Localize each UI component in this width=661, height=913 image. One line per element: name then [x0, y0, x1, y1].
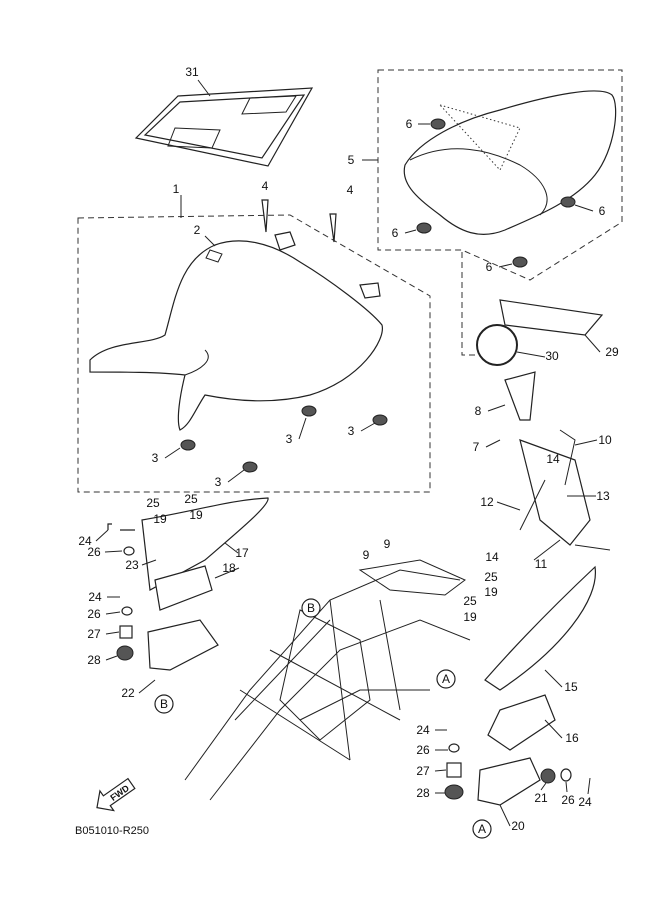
small-parts	[107, 118, 611, 806]
callout-5: 5	[348, 153, 355, 167]
callout-11: 11	[535, 557, 548, 571]
callout-2: 2	[194, 223, 201, 237]
callout-1: 1	[173, 182, 180, 196]
callout-14: 14	[485, 550, 499, 564]
callout-13: 13	[596, 489, 610, 503]
diagram-code: B051010-R250	[75, 825, 149, 837]
callout-6: 6	[599, 204, 606, 218]
callout-25: 25	[484, 570, 498, 584]
callout-10: 10	[598, 433, 612, 447]
callout-3: 3	[286, 432, 293, 446]
callout-3: 3	[215, 475, 222, 489]
callout-26: 26	[416, 743, 430, 757]
callout-26: 26	[87, 545, 101, 559]
callout-9: 9	[363, 548, 370, 562]
callout-19: 19	[153, 512, 167, 526]
callout-31: 31	[185, 65, 199, 79]
callout-8: 8	[475, 404, 482, 418]
ref-label-A: A	[478, 822, 486, 836]
callout-29: 29	[605, 345, 619, 359]
circled-refs: B B A A	[154, 598, 492, 839]
callout-28: 28	[416, 786, 430, 800]
callout-6: 6	[406, 117, 413, 131]
callout-12: 12	[480, 495, 494, 509]
ref-circle-A	[472, 819, 492, 839]
callout-19: 19	[484, 585, 498, 599]
ref-label-B: B	[307, 601, 315, 615]
leader-lines	[95, 79, 601, 827]
callout-24: 24	[578, 795, 592, 809]
rear-frame	[184, 559, 471, 801]
callout-14: 14	[546, 452, 560, 466]
callout-24: 24	[78, 534, 92, 548]
callout-23: 23	[125, 558, 139, 572]
callout-3: 3	[152, 451, 159, 465]
callout-22: 22	[121, 686, 135, 700]
callout-3: 3	[348, 424, 355, 438]
callout-20: 20	[511, 819, 525, 833]
ref-circle-B	[301, 598, 321, 618]
callout-9: 9	[384, 537, 391, 551]
callout-21: 21	[534, 791, 548, 805]
callout-16: 16	[565, 731, 579, 745]
callout-27: 27	[416, 764, 430, 778]
front-seat-2	[89, 231, 383, 431]
callout-7: 7	[473, 440, 480, 454]
callout-4: 4	[347, 183, 354, 197]
rear-seat-group-box	[377, 69, 623, 281]
rear-seat-5	[403, 90, 617, 235]
callout-28: 28	[87, 653, 101, 667]
callout-18: 18	[222, 561, 236, 575]
owner-manual-31	[134, 87, 314, 167]
ref-circle-B	[154, 694, 174, 714]
callout-24: 24	[88, 590, 102, 604]
ref-circle-A	[436, 669, 456, 689]
callout-15: 15	[564, 680, 578, 694]
front-seat-group-box	[77, 214, 431, 493]
callout-25: 25	[184, 492, 198, 506]
ref-label-A: A	[442, 672, 450, 686]
callout-24: 24	[416, 723, 430, 737]
callout-6: 6	[392, 226, 399, 240]
callout-17: 17	[235, 546, 249, 560]
callout-26: 26	[561, 793, 575, 807]
callout-19: 19	[189, 508, 203, 522]
fwd-arrow-icon: FWD	[96, 777, 136, 812]
callout-4: 4	[262, 179, 269, 193]
callout-30: 30	[545, 349, 559, 363]
callout-19: 19	[463, 610, 477, 624]
callout-25: 25	[146, 496, 160, 510]
callout-27: 27	[87, 627, 101, 641]
ref-label-B: B	[160, 697, 168, 711]
callout-25: 25	[463, 594, 477, 608]
callout-26: 26	[87, 607, 101, 621]
callout-6: 6	[486, 260, 493, 274]
